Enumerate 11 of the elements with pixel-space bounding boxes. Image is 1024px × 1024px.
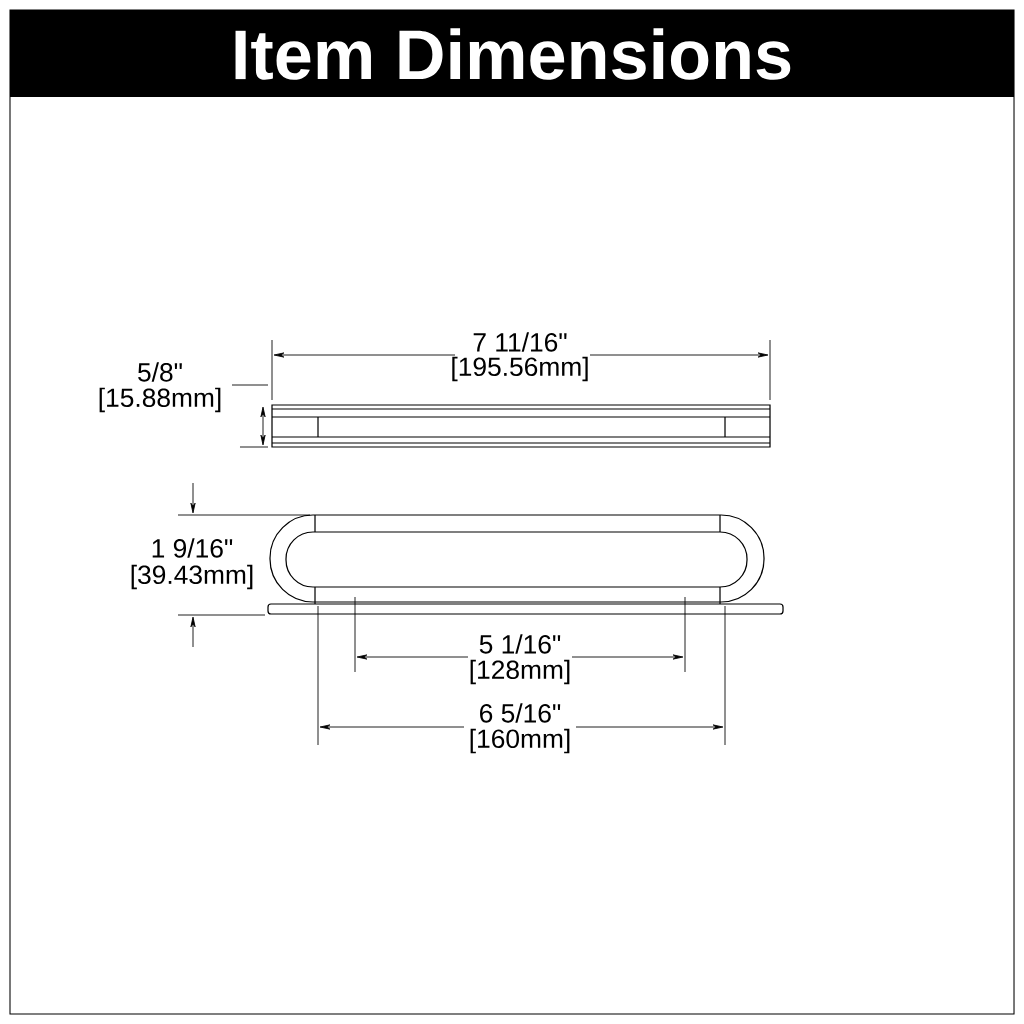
dimension-text: 6 5/16" [480,703,561,723]
dimension-text: 7 11/16" [473,332,567,352]
dimension-text: [128mm] [470,659,570,685]
dimension-text: 1 9/16" [152,538,233,558]
dimension-text: 5 1/16" [479,634,561,654]
dimension-text: 5/8" [138,362,182,382]
title-banner: Item Dimensions [10,10,1014,97]
dimension-text: [160mm] [470,728,570,754]
dimension-text: [15.88mm] [99,387,221,413]
dimension-text: [195.56mm] [452,356,588,382]
dimension-text: [39.43mm] [131,564,253,590]
